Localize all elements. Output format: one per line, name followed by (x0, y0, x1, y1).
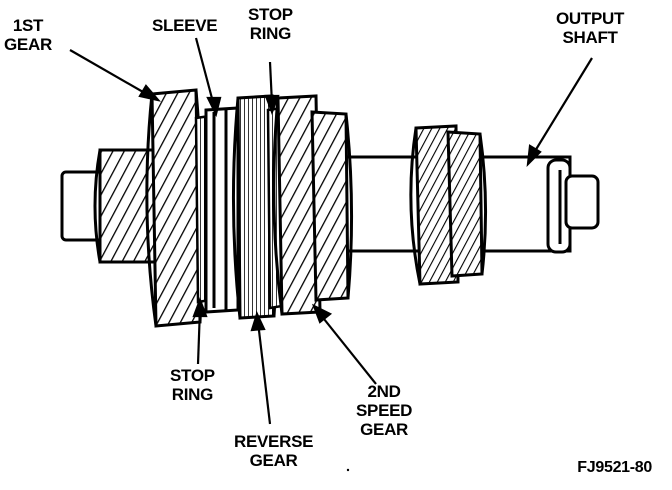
leader-lines (69, 37, 593, 425)
label-sleeve: SLEEVE (152, 16, 218, 35)
print-speck (346, 468, 350, 472)
label-stop-ring-bottom: STOP RING (170, 366, 215, 404)
label-output-shaft: OUTPUT SHAFT (556, 9, 625, 47)
first-gear (145, 88, 204, 328)
label-first-gear: 1ST GEAR (4, 16, 52, 54)
second-speed-gear (272, 94, 354, 316)
label-reverse-gear: REVERSE GEAR (234, 432, 314, 470)
label-second-speed-gear: 2ND SPEED GEAR (356, 382, 413, 439)
figure-id: FJ9521-80 (577, 459, 652, 476)
label-stop-ring-top: STOP RING (248, 5, 293, 43)
output-gear-cluster (409, 124, 488, 286)
